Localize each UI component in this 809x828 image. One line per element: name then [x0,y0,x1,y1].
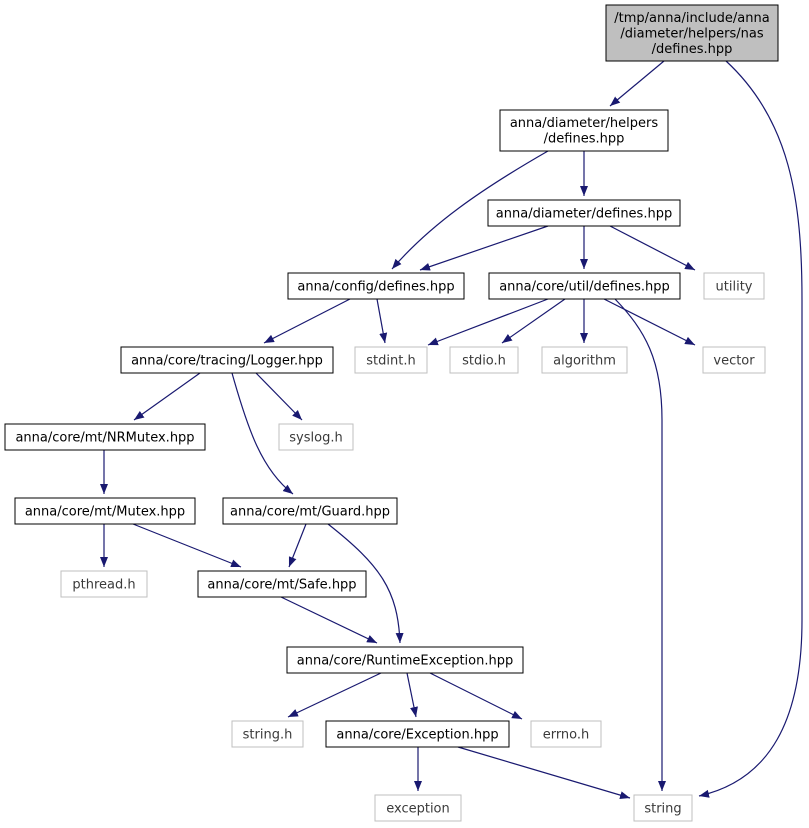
edge-guard-to-runtime_exception [327,523,404,644]
node-label: /defines.hpp [652,42,733,57]
node-stdint: stdint.h [354,346,428,374]
node-box [633,794,693,822]
node-box [499,109,669,152]
edge-runtime_exception-to-errno [429,672,523,720]
node-box [703,272,765,300]
node-box [14,497,196,525]
node-exception_hpp[interactable]: anna/core/Exception.hpp [325,720,510,748]
edge-config_defines-to-stdint [376,298,388,344]
node-algorithm: algorithm [541,346,628,374]
node-label: anna/core/mt/Guard.hpp [230,504,390,519]
node-label: pthread.h [72,577,135,592]
node-layer: /tmp/anna/include/anna/diameter/helpers/… [4,4,779,822]
node-string_h: string.h [231,720,304,748]
edge-diameter_defines-to-utility [609,225,696,271]
node-string_std: string [633,794,693,822]
node-util_defines[interactable]: anna/core/util/defines.hpp [488,272,681,300]
node-box [120,346,334,374]
edge-util_defines-to-vector [603,298,696,346]
node-mutex[interactable]: anna/core/mt/Mutex.hpp [14,497,196,525]
node-box [487,199,681,227]
edge-root-to-string_std [698,60,803,798]
node-helpers_defines[interactable]: anna/diameter/helpers/defines.hpp [499,109,669,152]
node-logger[interactable]: anna/core/tracing/Logger.hpp [120,346,334,374]
node-stdio: stdio.h [449,346,519,374]
edge-util_defines-to-stdio [501,298,566,344]
edge-root-to-helpers_defines [609,60,665,107]
node-safe[interactable]: anna/core/mt/Safe.hpp [197,570,367,598]
node-label: stdint.h [366,353,415,368]
node-box [197,570,367,598]
node-label: anna/core/mt/Safe.hpp [207,577,356,592]
edge-helpers_defines-to-config_defines [391,150,549,270]
node-box [325,720,510,748]
node-label: vector [713,353,755,368]
edge-runtime_exception-to-string_h [287,672,382,718]
edge-config_defines-to-logger [263,298,351,344]
node-label: /tmp/anna/include/anna [614,11,769,26]
node-label: anna/diameter/helpers [510,116,659,131]
node-label: errno.h [543,727,590,742]
node-config_defines[interactable]: anna/config/defines.hpp [287,272,465,300]
node-label: anna/core/RuntimeException.hpp [297,653,513,668]
node-box [60,570,148,598]
node-label: string [644,801,681,816]
node-label: string.h [243,727,293,742]
edge-guard-to-safe [288,523,307,568]
edge-util_defines-to-string_std [614,298,666,791]
node-guard[interactable]: anna/core/mt/Guard.hpp [222,497,398,525]
node-diameter_defines[interactable]: anna/diameter/defines.hpp [487,199,681,227]
edge-exception_hpp-to-string_std [457,746,631,799]
node-box [222,497,398,525]
edge-mutex-to-safe [132,523,242,568]
node-box [286,646,524,674]
edge-logger-to-guard [231,372,294,495]
node-label: algorithm [553,353,616,368]
node-box [4,423,206,451]
node-box [541,346,628,374]
node-syslog: syslog.h [278,423,354,451]
node-box [287,272,465,300]
node-box [354,346,428,374]
node-errno: errno.h [530,720,602,748]
node-pthread: pthread.h [60,570,148,598]
edge-layer [100,60,803,799]
edge-util_defines-to-stdint [427,298,549,346]
node-label: stdio.h [462,353,506,368]
node-runtime_exception[interactable]: anna/core/RuntimeException.hpp [286,646,524,674]
edge-logger-to-syslog [255,372,303,421]
edge-safe-to-runtime_exception [280,596,378,644]
node-label: exception [386,801,450,816]
node-label: anna/diameter/defines.hpp [496,206,672,221]
node-box [488,272,681,300]
node-label: anna/core/tracing/Logger.hpp [131,353,323,368]
node-label: /defines.hpp [544,132,625,147]
node-root[interactable]: /tmp/anna/include/anna/diameter/helpers/… [605,4,779,62]
node-box [278,423,354,451]
node-box [374,794,462,822]
node-utility: utility [703,272,765,300]
node-label: syslog.h [289,430,342,445]
node-label: anna/core/mt/NRMutex.hpp [15,430,194,445]
node-label: anna/core/mt/Mutex.hpp [25,504,185,519]
node-vector: vector [702,346,766,374]
node-box [605,4,779,62]
node-label: anna/config/defines.hpp [297,279,454,294]
node-box [231,720,304,748]
node-label: anna/core/util/defines.hpp [499,279,670,294]
node-exception_std: exception [374,794,462,822]
node-nrmutex[interactable]: anna/core/mt/NRMutex.hpp [4,423,206,451]
edge-runtime_exception-to-exception_hpp [406,672,418,718]
edge-diameter_defines-to-config_defines [419,225,549,271]
node-box [702,346,766,374]
edge-logger-to-nrmutex [133,372,201,421]
node-box [449,346,519,374]
node-box [530,720,602,748]
node-label: /diameter/helpers/nas [620,26,763,41]
node-label: anna/core/Exception.hpp [336,727,498,742]
node-label: utility [716,279,753,294]
